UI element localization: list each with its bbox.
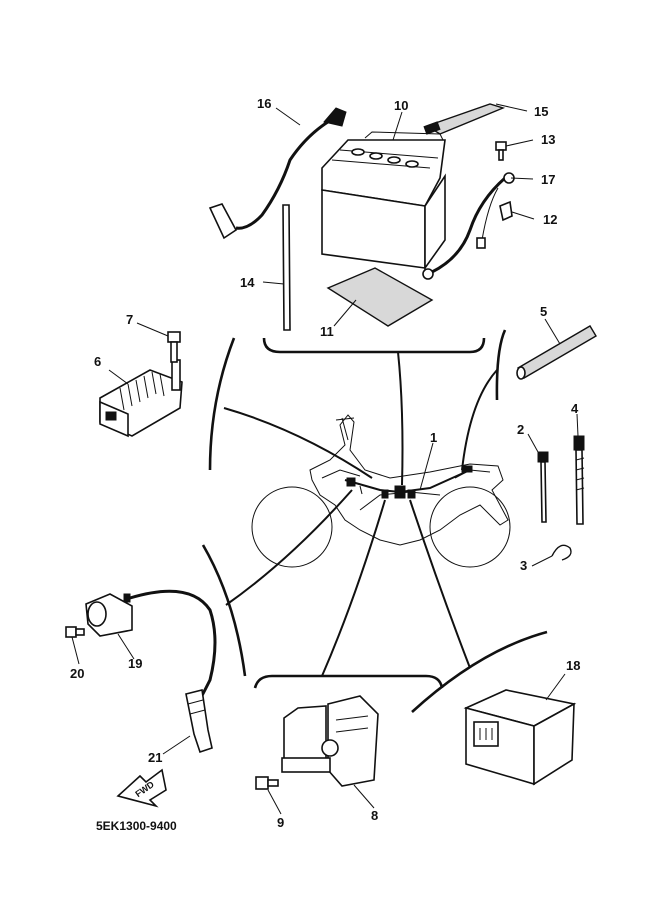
callout-15: 15 [534, 104, 548, 119]
callout-6: 6 [94, 354, 101, 369]
minus-lead [431, 176, 506, 274]
callout-1: 1 [430, 430, 437, 445]
cable-tie-2 [537, 451, 549, 523]
callout-7: 7 [126, 312, 133, 327]
callout-5: 5 [540, 304, 547, 319]
battery [321, 131, 446, 271]
callout-11: 11 [320, 324, 334, 339]
battery-bolt [495, 141, 507, 161]
callout-14: 14 [240, 275, 255, 290]
coil-bolt [65, 626, 85, 638]
breather-pipe [282, 204, 291, 331]
callout-4: 4 [571, 401, 579, 416]
rectifier-regulator [99, 359, 183, 438]
harness-connector-b [381, 489, 389, 499]
relay-bolt [255, 776, 279, 790]
callout-8: 8 [371, 808, 378, 823]
handlebar [335, 417, 355, 441]
callout-leaders [71, 103, 579, 815]
harness-branch [359, 485, 363, 495]
front-wheel [251, 486, 333, 568]
harness-connector-c [394, 485, 406, 499]
minus-lead-plug [476, 237, 486, 249]
callout-21: 21 [148, 750, 162, 765]
harness-connector-a [346, 477, 356, 487]
callout-18: 18 [566, 658, 580, 673]
ignition-group-bracket [201, 544, 247, 677]
spark-plug-cap [185, 689, 213, 754]
ignition-coil [85, 593, 133, 637]
forward-arrow-icon: FWD [116, 768, 167, 808]
callout-20: 20 [70, 666, 84, 681]
callout-16: 16 [257, 96, 271, 111]
high-tension-cord [129, 589, 217, 707]
battery-band-tab [423, 121, 441, 135]
starter-lead-terminal [208, 203, 238, 240]
starter-lead [235, 113, 341, 230]
leader-battery [397, 351, 404, 486]
regulator-group-bracket [208, 337, 236, 471]
callout-19: 19 [128, 656, 142, 671]
callout-2: 2 [517, 422, 524, 437]
regulator-bolt [167, 331, 181, 363]
cdi-group-bracket [411, 630, 548, 713]
minus-lead-branch [481, 187, 499, 241]
leader-relay [321, 499, 386, 677]
battery-group-bracket [262, 337, 486, 354]
hose-group-bracket [495, 329, 507, 401]
callout-12: 12 [543, 212, 557, 227]
frame-outline [309, 414, 509, 546]
leader-cdi [409, 499, 471, 669]
starter-lead-boot [323, 107, 347, 127]
harness-connector-e [461, 465, 473, 473]
callout-10: 10 [394, 98, 408, 113]
leader-hose [461, 369, 498, 471]
relay-group-bracket [253, 674, 444, 689]
callout-9: 9 [277, 815, 284, 830]
callout-13: 13 [541, 132, 555, 147]
terminal-bracket [499, 200, 513, 222]
minus-lead-ring [422, 268, 434, 280]
motorcycle-outline [251, 414, 511, 568]
leader-ignition [225, 489, 353, 606]
battery-pad [326, 267, 434, 327]
cable-tie-4 [573, 435, 585, 525]
callout-17: 17 [541, 172, 555, 187]
wire-clamp [551, 544, 572, 561]
leader-regulator [223, 407, 373, 479]
drawing-code: 5EK1300-9400 [96, 819, 177, 833]
harness-connector-d [407, 489, 416, 499]
starter-relay [281, 695, 379, 787]
callout-3: 3 [520, 558, 527, 573]
hose-end [516, 366, 526, 380]
rear-wheel [429, 486, 511, 568]
cdi-unit [463, 689, 577, 786]
hose [517, 325, 597, 379]
